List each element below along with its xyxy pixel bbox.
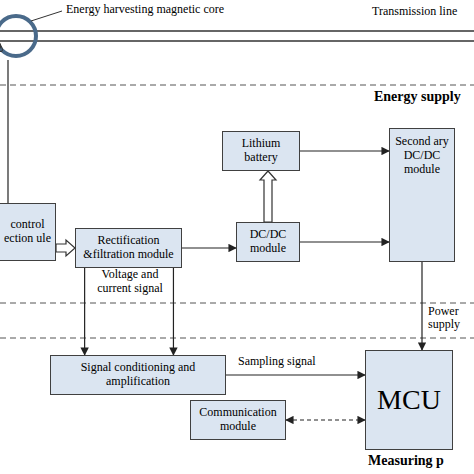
coil-lead — [7, 60, 8, 203]
process-box: Second ary DC/DC module — [389, 128, 455, 262]
battery-box: Lithium battery — [222, 131, 300, 171]
connector-arrow — [286, 419, 365, 420]
process-box: DC/DC module — [236, 222, 300, 262]
block-arrow — [56, 240, 75, 256]
connector-arrow — [300, 241, 389, 242]
connector-arrow — [84, 268, 85, 355]
mcu-box: MCU — [365, 350, 453, 450]
annotation-label: Energy harvesting magnetic core — [66, 3, 266, 17]
node-text: Communication module — [195, 406, 281, 434]
transmission-line — [0, 40, 474, 41]
coil-winding — [0, 24, 4, 52]
connector-arrow — [182, 247, 236, 248]
leader-line — [31, 11, 62, 21]
connector-arrow — [300, 150, 389, 151]
process-box: Communication module — [190, 400, 286, 440]
node-text: Second ary DC/DC module — [394, 135, 450, 176]
connector-arrow — [226, 374, 365, 375]
node-text: Signal conditioning and amplification — [55, 361, 221, 389]
annotation-label: Transmission line — [372, 5, 472, 19]
node-text: Lithium battery — [227, 137, 295, 165]
annotation-label: Energy supply — [374, 89, 472, 105]
node-text: MCU — [377, 384, 441, 416]
magnetic-core — [0, 16, 36, 56]
block-arrow — [260, 171, 276, 222]
section-divider — [0, 303, 474, 304]
connector-arrow — [421, 262, 422, 350]
edge-label: Sampling signal — [238, 355, 348, 368]
node-text: control ection ule — [4, 218, 51, 246]
edge-label: Power supply — [428, 305, 474, 330]
connector-arrow — [173, 268, 174, 355]
annotation-label: Measuring p — [368, 453, 472, 469]
node-text: DC/DC module — [241, 228, 295, 256]
transmission-line — [0, 30, 474, 31]
annotation-label: Voltage and current signal — [90, 268, 170, 296]
process-box: Signal conditioning and amplification — [50, 355, 226, 395]
section-divider — [0, 338, 474, 339]
section-divider — [0, 85, 474, 86]
process-box: Rectification &filtration module — [75, 228, 182, 268]
node-text: Rectification &filtration module — [80, 234, 177, 262]
control-module: control ection ule — [0, 203, 56, 261]
